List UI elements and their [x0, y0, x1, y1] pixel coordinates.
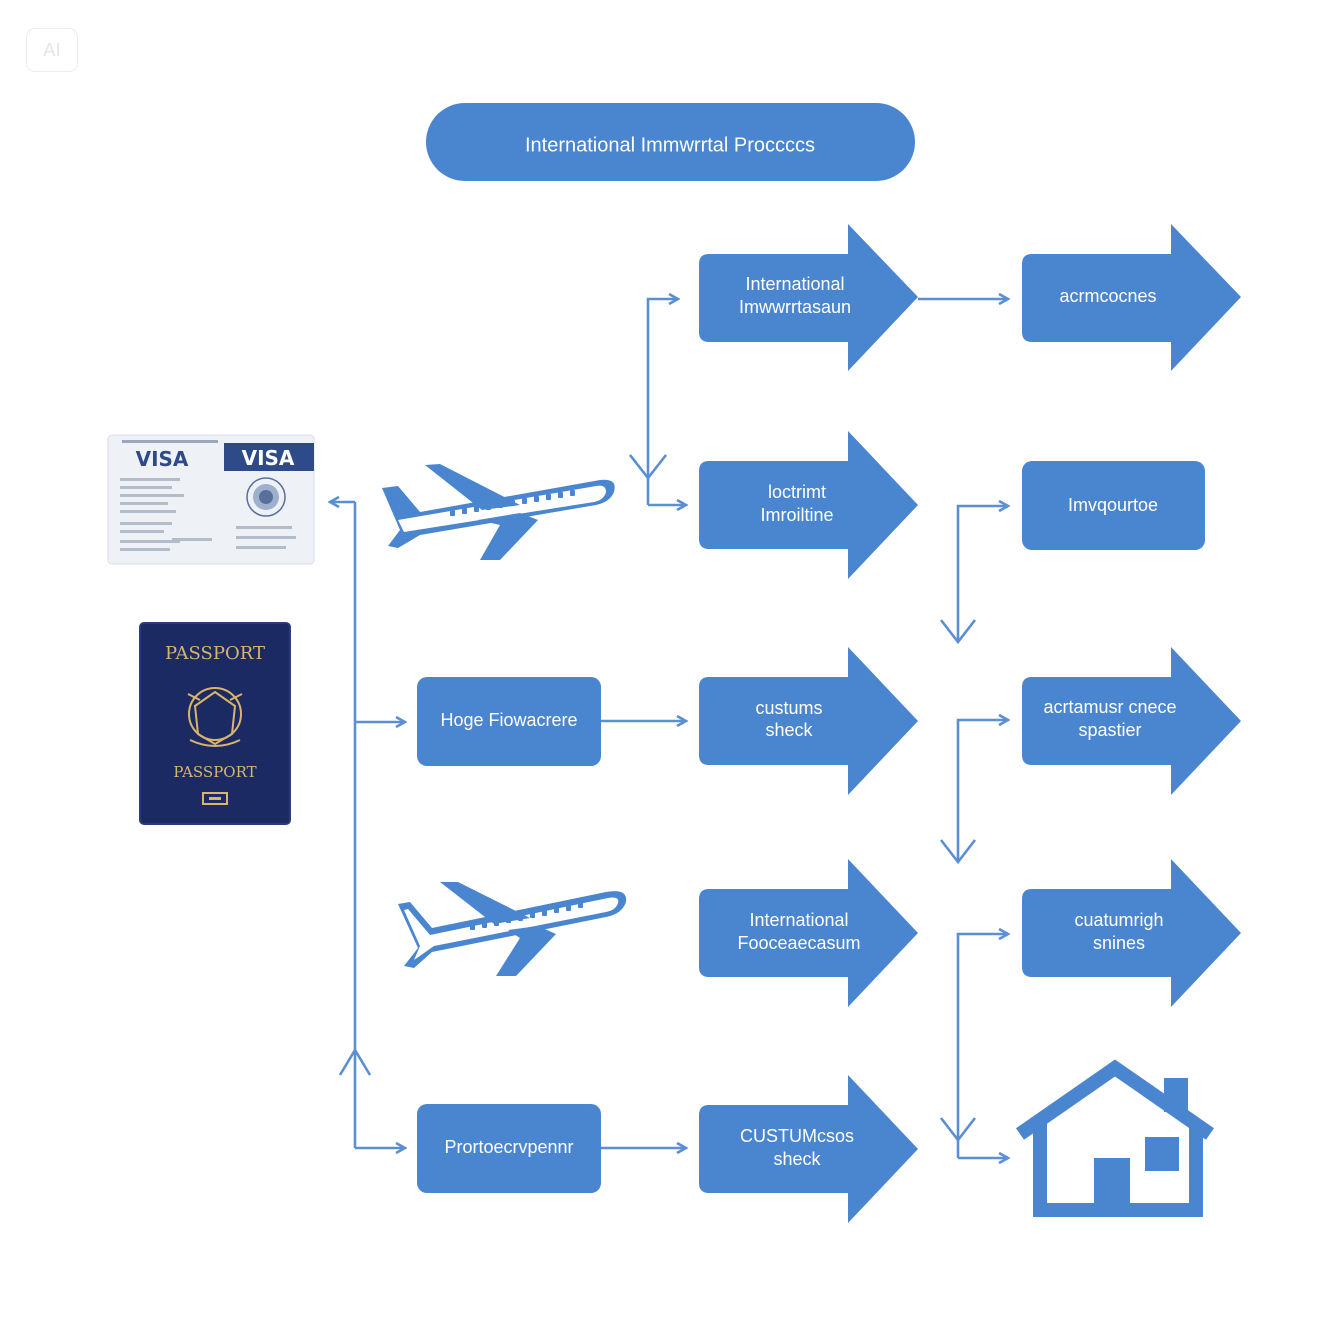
node-n11-line2: sheck: [773, 1149, 821, 1169]
node-n3-line1: loctrimt: [768, 482, 826, 502]
visa-label-left: VISA: [136, 447, 189, 471]
node-n3: loctrimt Imroiltine: [699, 431, 918, 579]
down-arrow-head-upper: [628, 454, 668, 481]
visa-card-icon: VISA VISA: [107, 434, 315, 565]
node-n8-line1: International: [749, 910, 848, 930]
node-n7-line1: acrtamusr cnece: [1043, 697, 1176, 717]
passport-title-top: PASSPORT: [165, 643, 265, 664]
node-n8-line2: Fooceaecasum: [737, 933, 860, 953]
down-arrow-head-r1: [939, 619, 977, 645]
node-n10-label: Prortoecrvpennr: [444, 1137, 573, 1157]
diagram-title: International Immwrrtal Proccccs: [525, 134, 815, 156]
node-n1-line1: International: [745, 274, 844, 294]
node-n11: CUSTUMcsos sheck: [699, 1075, 918, 1223]
node-n6: custums sheck: [699, 647, 918, 795]
node-n5: Hoge Fiowacrere: [417, 677, 601, 766]
passport-icon: PASSPORT PASSPORT: [139, 622, 291, 825]
node-n9-line2: snines: [1093, 933, 1145, 953]
node-n6-line2: sheck: [765, 720, 813, 740]
down-arrow-head-r3: [939, 1117, 977, 1143]
node-n4: Imvqourtoe: [1022, 461, 1205, 550]
node-n9: cuatumrigh snines: [1022, 859, 1241, 1007]
node-n1-line2: Imwwrrtasaun: [739, 297, 851, 317]
node-n9-line1: cuatumrigh: [1074, 910, 1163, 930]
up-arrow-head: [338, 1047, 372, 1076]
node-n2: acrmcocnes: [1022, 224, 1241, 371]
connector-to-n1: [646, 299, 678, 505]
node-n10: Prortoecrvpennr: [417, 1104, 601, 1193]
connector-to-n7: [956, 720, 1008, 860]
connectors: [330, 299, 1008, 1158]
node-n3-line2: Imroiltine: [760, 505, 833, 525]
connector-to-n4: [956, 506, 1008, 640]
node-n11-line1: CUSTUMcsos: [740, 1126, 854, 1146]
passport-title-bottom: PASSPORT: [173, 763, 256, 781]
visa-text-lines: [120, 478, 296, 551]
visa-label-right: VISA: [242, 446, 295, 470]
node-n5-label: Hoge Fiowacrere: [440, 710, 577, 730]
ai-badge: AI: [26, 28, 78, 72]
node-n1: International Imwwrrtasaun: [699, 224, 918, 371]
down-arrow-head-r2: [939, 839, 977, 865]
node-n2-label: acrmcocnes: [1059, 286, 1156, 306]
node-n6-line1: custums: [755, 698, 822, 718]
node-n8: International Fooceaecasum: [699, 859, 918, 1007]
airplane-icon: [398, 882, 627, 976]
passport-emblem: [187, 687, 243, 747]
airplane-icon: [382, 464, 615, 560]
node-n7-line2: spastier: [1078, 720, 1141, 740]
house-icon: [1016, 1059, 1214, 1217]
passport-chip-icon: [202, 792, 228, 805]
node-n7: acrtamusr cnece spastier: [1022, 647, 1241, 795]
title-pill: International Immwrrtal Proccccs: [426, 103, 915, 181]
connector-to-n9: [956, 934, 1008, 1158]
node-n4-label: Imvqourtoe: [1068, 495, 1158, 515]
